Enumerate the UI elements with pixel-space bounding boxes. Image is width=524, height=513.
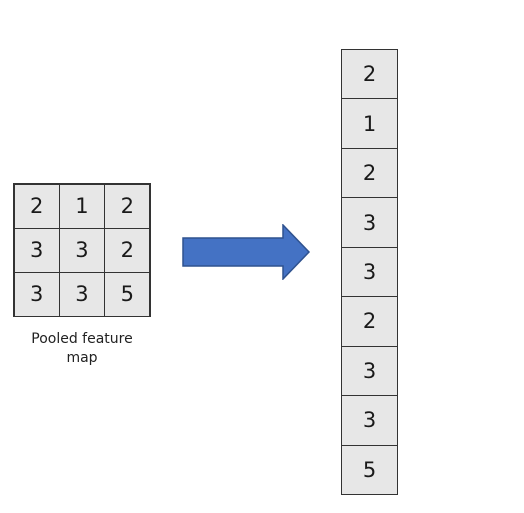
vector-cell-9: 5 — [342, 445, 397, 494]
vector-cell-5: 3 — [342, 247, 397, 298]
grid-cell-r1c2: 1 — [58, 183, 106, 229]
vector-cell-2: 1 — [342, 99, 397, 149]
grid-cell-r2c3: 2 — [104, 227, 151, 273]
vector-cell-1: 2 — [342, 50, 397, 100]
grid-cell-r2c2: 3 — [58, 227, 106, 273]
vector-cell-3: 2 — [342, 148, 397, 199]
grid-cell-r3c2: 3 — [58, 271, 106, 317]
vector-cell-8: 3 — [342, 396, 397, 446]
flattened-vector-column: 2 1 2 3 3 2 3 3 5 — [341, 49, 398, 495]
vector-cell-6: 2 — [342, 297, 397, 347]
grid-cell-r3c3: 5 — [104, 271, 151, 317]
grid-cell-r1c1: 2 — [13, 183, 60, 229]
grid-cell-r3c1: 3 — [13, 271, 60, 317]
vector-cell-4: 3 — [342, 198, 397, 248]
grid-cell-r1c3: 2 — [104, 183, 151, 229]
grid-cell-r2c1: 3 — [13, 227, 60, 273]
vector-cell-7: 3 — [342, 346, 397, 397]
pooled-feature-map-grid: 2 1 2 3 3 2 3 3 5 — [13, 183, 151, 317]
right-arrow-icon — [182, 224, 311, 280]
pooled-feature-map-caption: Pooled feature map — [31, 331, 133, 366]
arrow-shape — [182, 224, 311, 280]
